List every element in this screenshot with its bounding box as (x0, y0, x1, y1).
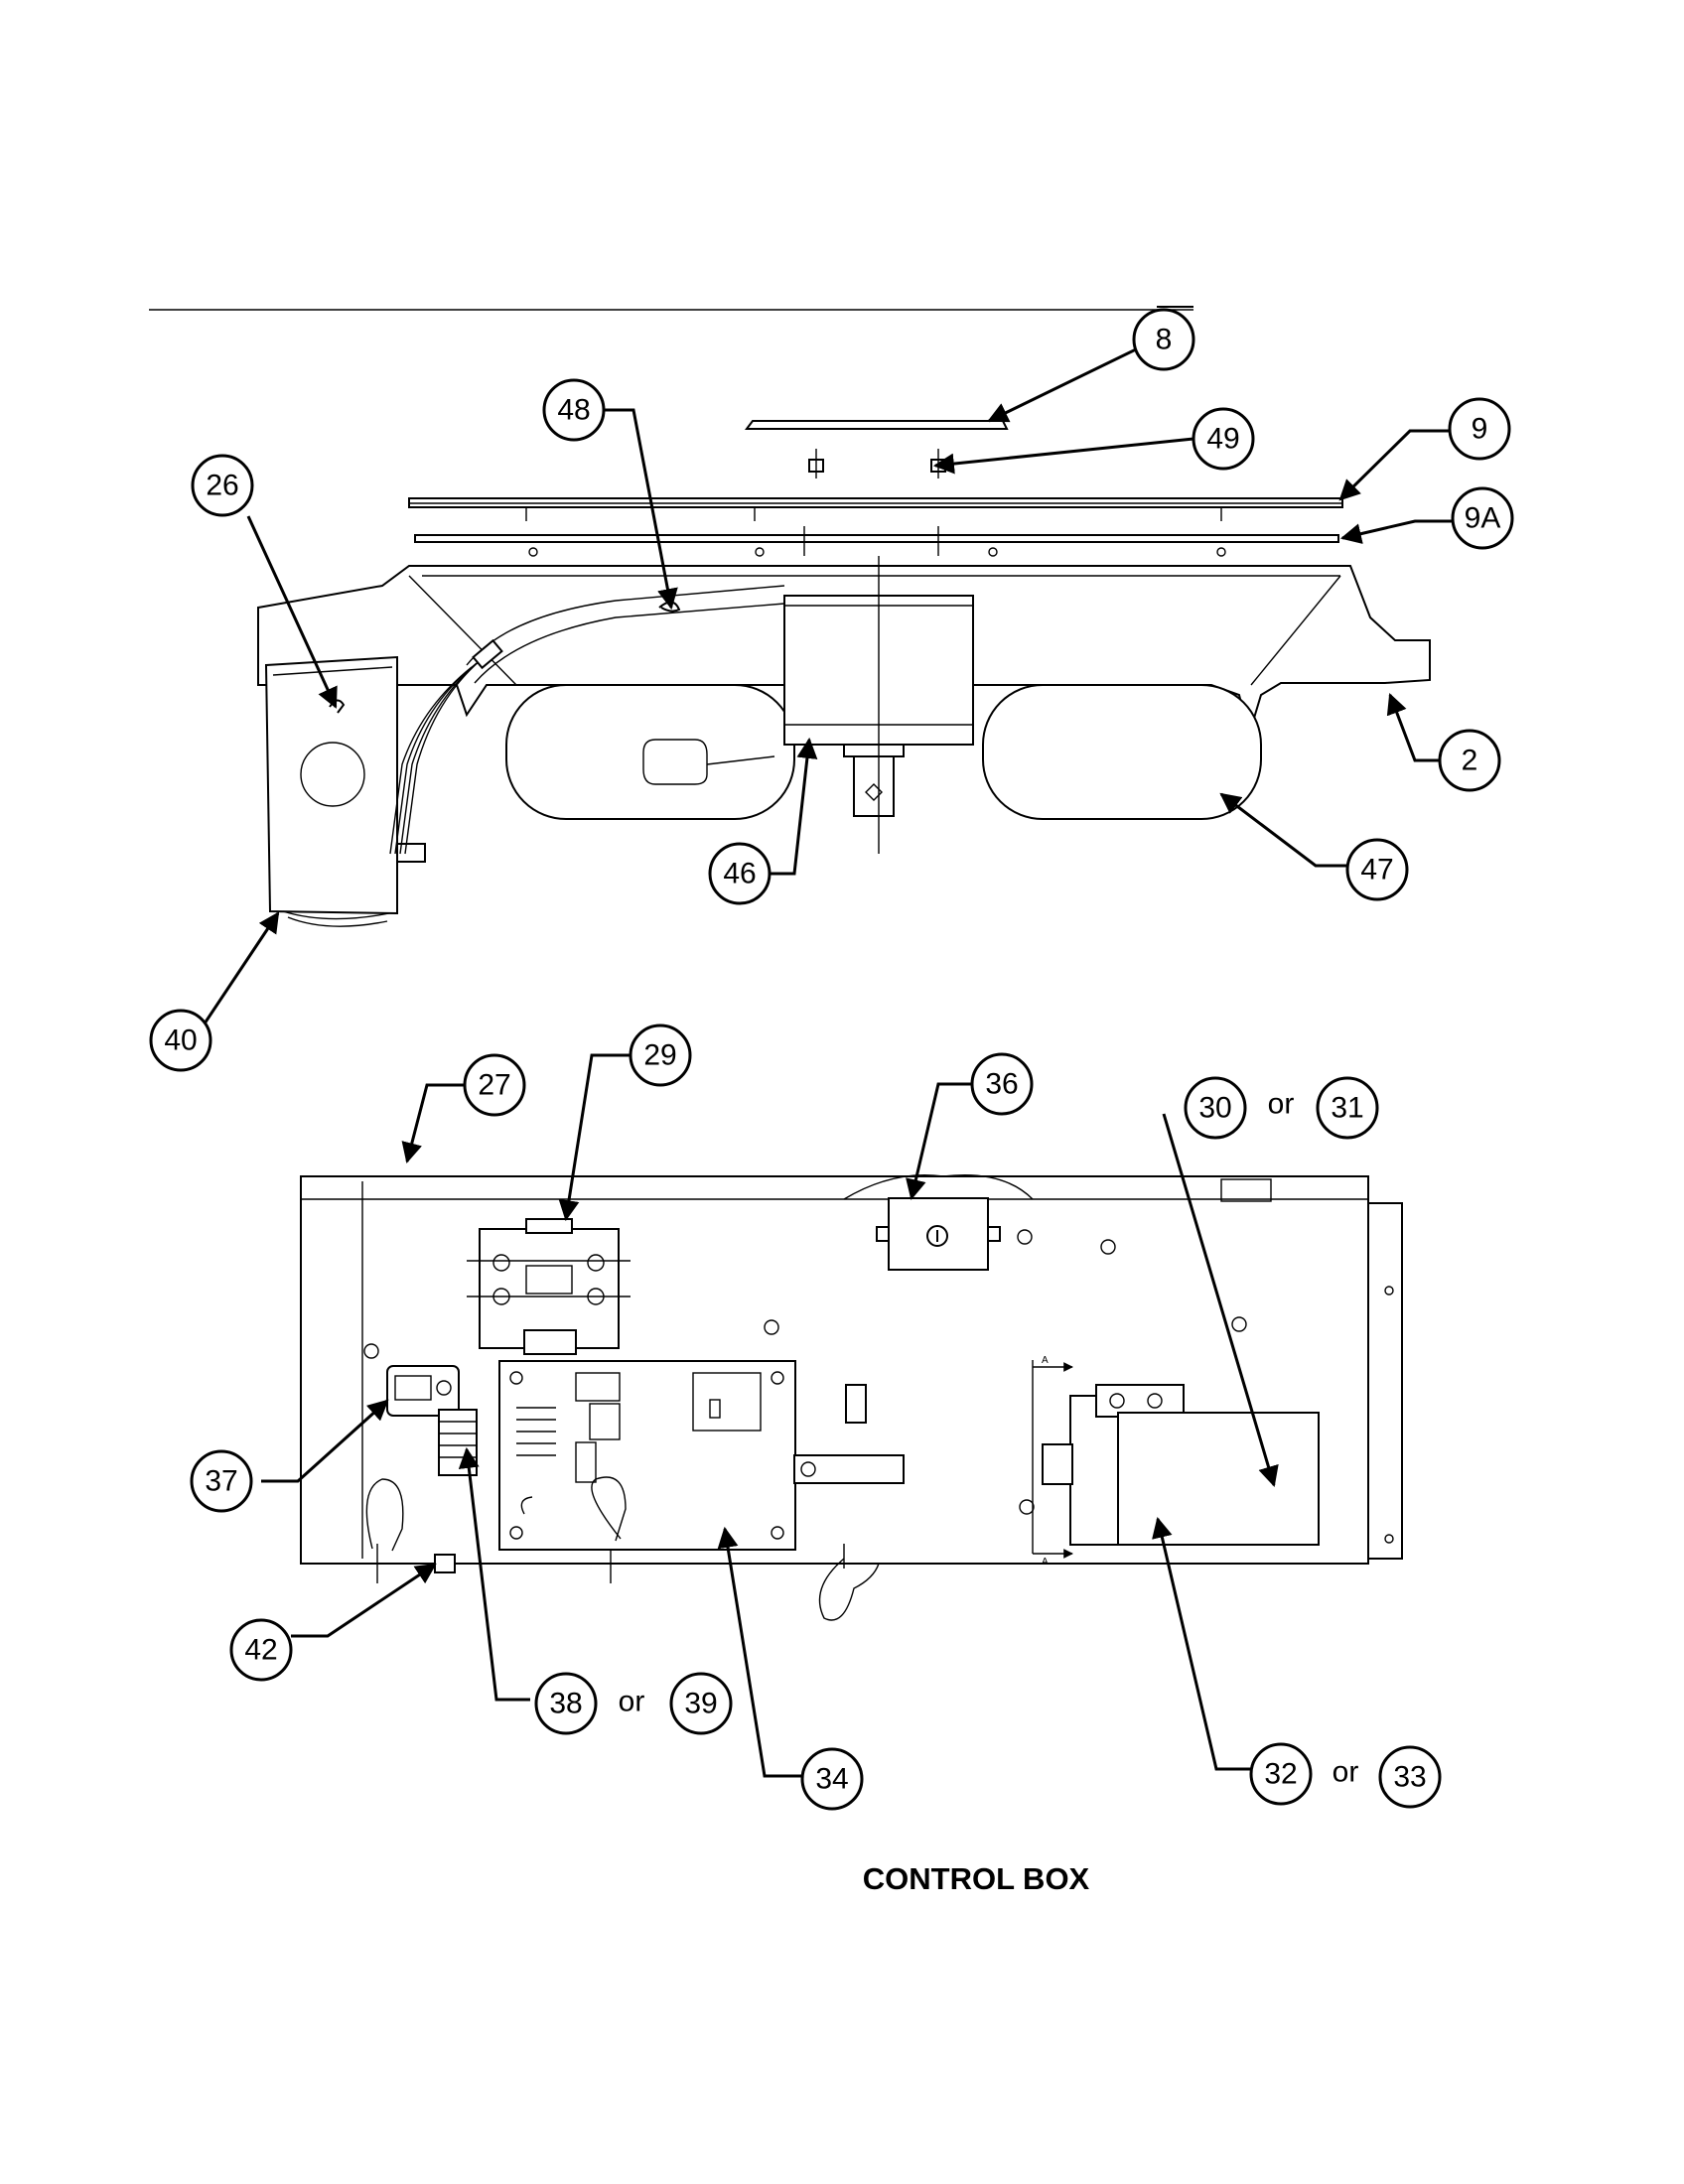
callout-32: 32 (1249, 1742, 1313, 1806)
callout-47: 47 (1345, 838, 1409, 901)
or-label-30-31: or (1268, 1088, 1295, 1121)
part-49-fasteners (808, 449, 946, 478)
svg-text:8: 8 (1156, 324, 1173, 356)
callout-33: 33 (1378, 1745, 1442, 1809)
callout-34: 34 (800, 1747, 864, 1811)
upper-assembly (257, 420, 1431, 927)
callout-27: 27 (463, 1053, 526, 1117)
part-47-tanks (505, 684, 1262, 820)
part-42-bracket (434, 1554, 456, 1573)
svg-text:46: 46 (723, 858, 756, 890)
svg-text:30: 30 (1198, 1092, 1231, 1125)
part-37-relay (386, 1365, 460, 1417)
wire-loops (365, 1476, 880, 1621)
svg-text:38: 38 (549, 1688, 582, 1720)
svg-text:2: 2 (1462, 745, 1478, 777)
svg-text:40: 40 (164, 1024, 197, 1057)
svg-text:26: 26 (206, 470, 238, 502)
callout-2: 2 (1438, 729, 1501, 792)
or-label-32-33: or (1333, 1756, 1359, 1789)
part-29-contactor (467, 1218, 631, 1355)
callout-46: 46 (708, 842, 772, 905)
svg-text:48: 48 (557, 394, 590, 427)
part-32-transformer (1032, 1360, 1320, 1559)
callout-9a: 9A (1451, 486, 1514, 550)
callout-29: 29 (629, 1024, 692, 1087)
svg-text:42: 42 (244, 1634, 277, 1667)
callout-49: 49 (1192, 407, 1255, 471)
callout-40: 40 (149, 1009, 212, 1072)
svg-text:47: 47 (1360, 854, 1393, 887)
diagram-caption: CONTROL BOX (863, 1861, 1090, 1896)
callout-31: 31 (1316, 1076, 1379, 1140)
svg-text:29: 29 (643, 1039, 676, 1072)
svg-text:31: 31 (1331, 1092, 1363, 1125)
leader-lines (197, 347, 1453, 1778)
callout-48: 48 (542, 378, 606, 442)
svg-text:32: 32 (1264, 1758, 1297, 1791)
screws (363, 1229, 1394, 1544)
part-46-motor-box (783, 556, 974, 854)
section-marker-top: A (1042, 1355, 1049, 1366)
part-38-terminal-strip (438, 1409, 478, 1476)
part-8-cover (745, 420, 1009, 430)
svg-text:49: 49 (1206, 423, 1239, 456)
callout-26: 26 (191, 454, 254, 517)
part-9-rail (408, 497, 1343, 521)
section-marker-bottom: A (1042, 1557, 1049, 1568)
part-34-circuit-board (498, 1360, 796, 1551)
callout-36: 36 (970, 1052, 1034, 1116)
svg-text:9A: 9A (1465, 502, 1501, 535)
svg-text:9: 9 (1472, 413, 1488, 446)
callout-8: 8 (1132, 308, 1195, 371)
callout-37: 37 (190, 1449, 253, 1513)
wire-harness (389, 638, 503, 855)
callout-30: 30 (1184, 1076, 1247, 1140)
svg-text:36: 36 (985, 1068, 1018, 1101)
part-9a-gasket (414, 526, 1339, 557)
svg-text:39: 39 (684, 1688, 717, 1720)
svg-text:34: 34 (815, 1763, 848, 1796)
callout-42: 42 (229, 1618, 293, 1682)
part-40-side-box (264, 655, 426, 927)
control-box: A A (300, 1173, 1403, 1621)
part-36-switch (876, 1197, 1001, 1271)
callout-9: 9 (1448, 397, 1511, 461)
svg-text:27: 27 (478, 1069, 510, 1102)
svg-text:33: 33 (1393, 1761, 1426, 1794)
callout-38: 38 (534, 1672, 598, 1735)
or-label-38-39: or (619, 1686, 645, 1718)
callout-39: 39 (669, 1672, 733, 1735)
svg-text:37: 37 (205, 1465, 237, 1498)
